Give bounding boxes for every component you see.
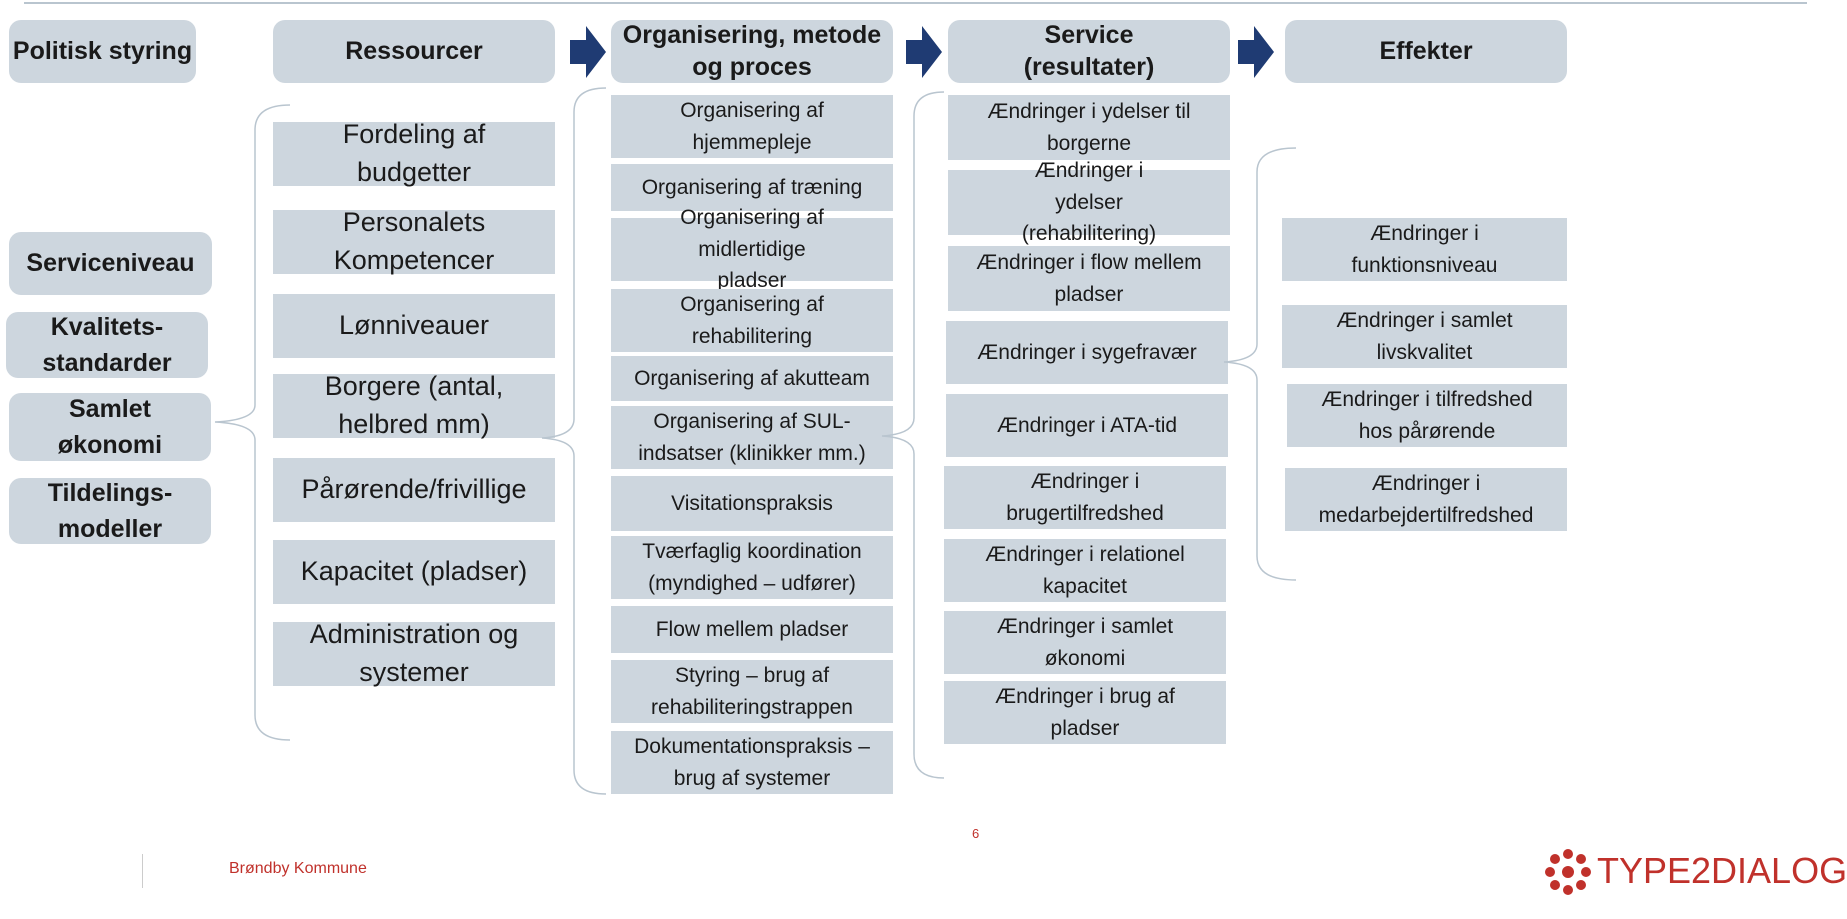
brace-connector <box>214 104 291 741</box>
service-box: Ændringer i samlet økonomi <box>944 611 1226 674</box>
service-box: Ændringer i sygefravær <box>946 321 1228 384</box>
service-box: Ændringer i flow mellem pladser <box>948 246 1230 311</box>
organisering-box: Visitationspraksis <box>611 476 893 531</box>
arrow-right-icon <box>906 26 942 78</box>
effekt-box: Ændringer i tilfredshed hos pårørende <box>1287 384 1567 447</box>
header-politisk-styring: Politisk styring <box>9 20 196 83</box>
organisering-box: Organisering af midlertidige pladser <box>611 206 893 292</box>
organisering-box: Organisering af SUL-indsatser (klinikker… <box>611 406 893 469</box>
left-item-kvalitetsstandarder: Kvalitets-standarder <box>6 312 208 378</box>
organisering-box: Dokumentationspraksis – brug af systemer <box>611 731 893 794</box>
effekt-box: Ændringer i samlet livskvalitet <box>1282 305 1567 368</box>
ressource-box: Lønniveauer <box>273 294 555 358</box>
organisering-box: Organisering af akutteam <box>611 356 893 401</box>
ressource-box: Kapacitet (pladser) <box>273 540 555 604</box>
top-rule <box>24 2 1807 4</box>
arrow-right-icon <box>570 26 606 78</box>
service-box: Ændringer i relationel kapacitet <box>944 539 1226 602</box>
service-box: Ændringer i brug af pladser <box>944 681 1226 744</box>
header-organisering: Organisering, metode og proces <box>611 20 893 83</box>
brace-connector <box>1223 147 1297 581</box>
service-box: Ændringer i ydelser (rehabilitering) <box>948 159 1230 245</box>
effekt-box: Ændringer i medarbejdertilfredshed <box>1285 468 1567 531</box>
service-box: Ændringer i ATA-tid <box>946 394 1228 457</box>
header-ressourcer: Ressourcer <box>273 20 555 83</box>
ressource-box: Fordeling af budgetter <box>273 119 555 187</box>
organisering-box: Tværfaglig koordination (myndighed – udf… <box>611 536 893 599</box>
effekt-box: Ændringer i funktionsniveau <box>1282 218 1567 281</box>
organisering-box: Organisering af træning <box>611 164 893 211</box>
footer-organization: Brøndby Kommune <box>229 860 367 877</box>
left-item-tildelingsmodeller: Tildelings-modeller <box>9 478 211 544</box>
brace-connector <box>541 87 607 795</box>
organisering-box: Flow mellem pladser <box>611 606 893 653</box>
logo-text: TYPE2DIALOG <box>1597 850 1847 891</box>
organisering-box: Organisering af rehabilitering <box>611 289 893 352</box>
type2dialog-logo-icon <box>1545 849 1591 895</box>
left-item-samlet-okonomi: Samlet økonomi <box>9 393 211 461</box>
brace-connector <box>881 91 945 779</box>
header-effekter: Effekter <box>1285 20 1567 83</box>
page-number: 6 <box>972 826 980 841</box>
ressource-box: Administration og systemer <box>273 619 555 687</box>
organisering-box: Organisering af hjemmepleje <box>611 95 893 158</box>
service-box: Ændringer i brugertilfredshed <box>944 466 1226 529</box>
service-box: Ændringer i ydelser til borgerne <box>948 95 1230 160</box>
arrow-right-icon <box>1238 26 1274 78</box>
organisering-box: Styring – brug af rehabiliteringstrappen <box>611 660 893 723</box>
ressource-box: Personalets Kompetencer <box>273 207 555 275</box>
left-item-serviceniveau: Serviceniveau <box>9 232 212 295</box>
footer-divider <box>142 854 143 888</box>
ressource-box: Pårørende/frivillige <box>273 458 555 522</box>
ressource-box: Borgere (antal, helbred mm) <box>273 371 555 439</box>
header-service: Service (resultater) <box>948 20 1230 83</box>
